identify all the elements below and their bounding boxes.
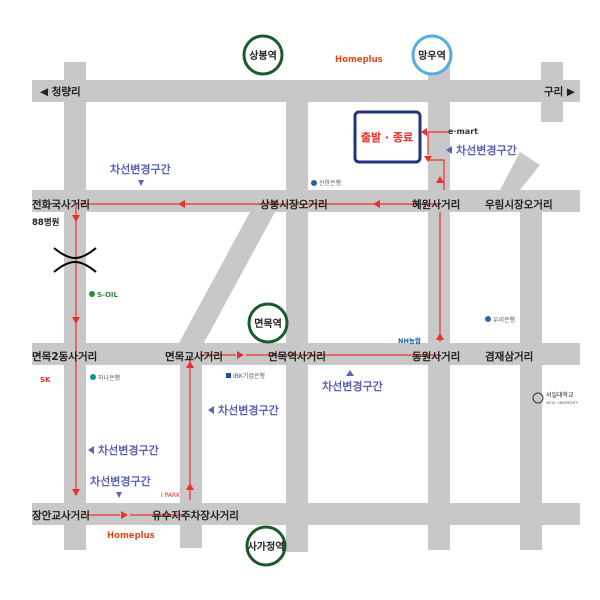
route (75, 131, 450, 516)
road-diagonal-right (500, 152, 540, 190)
start-end-box[interactable]: 출발 · 종료 (353, 110, 422, 164)
ipark-label: I PARK (161, 492, 181, 499)
road-v5-top (541, 62, 563, 122)
lane-change-label: 차선변경구간 (98, 443, 159, 457)
road-v5 (520, 190, 542, 550)
arrow-icon (121, 511, 128, 519)
seoil-label: 서일대학교 (546, 391, 574, 399)
arrow-icon (178, 200, 185, 208)
arrow-icon (208, 406, 214, 414)
intersection-label: 장안교사거리 (32, 509, 90, 522)
arrow-icon (72, 215, 80, 222)
lane-change-label: 차선변경구간 (322, 379, 383, 393)
ibk-icon (226, 373, 231, 378)
seoil-en-label: SEOIL UNIVERSITY (546, 401, 579, 405)
intersection-label: 면목2동사거리 (32, 350, 97, 363)
intersection-label: 면목교사거리 (165, 350, 223, 363)
seoil-icon (532, 392, 544, 404)
station-label: 망우역 (418, 49, 446, 62)
emart-label: e·mart (448, 127, 478, 136)
lane-change-label: 차선변경구간 (218, 403, 279, 417)
arrow-icon (446, 146, 452, 154)
hana-label: 하나은행 (98, 374, 120, 382)
shinhan-label: 신한은행 (319, 179, 341, 187)
start-end-label: 출발 · 종료 (361, 130, 413, 144)
intersection-label: 유수지주차장사거리 (152, 509, 239, 522)
lane-change-label: 차선변경구간 (90, 474, 151, 488)
direction-left-label: ◀ 청량리 (40, 85, 81, 98)
lane-change-labels: 차선변경구간 차선변경구간 차선변경구간 차선변경구간 차선변경구간 차선변경구… (88, 143, 517, 498)
soil-label: S-OIL (97, 291, 119, 299)
nh-label: NH농협 (398, 336, 421, 345)
arrow-icon (436, 176, 444, 183)
ibk-label: IBK기업은행 (233, 372, 265, 380)
woori-icon (485, 316, 491, 322)
route-arrows (72, 128, 444, 519)
arrow-icon (373, 200, 380, 208)
arrow-icon (72, 489, 80, 496)
station-label: 상봉역 (249, 49, 277, 62)
homeplus-label: Homeplus (335, 55, 383, 65)
arrow-icon (88, 446, 94, 454)
arrow-icon (346, 370, 354, 376)
arrow-icon (72, 317, 80, 324)
arrow-icon (424, 156, 432, 162)
intersection-label: 상봉시장오거리 (260, 198, 328, 211)
arrow-icon (186, 483, 194, 490)
road-v2 (180, 343, 202, 548)
intersection-label: 혜원사거리 (412, 198, 460, 211)
station-myeonmok[interactable]: 면목역 (247, 302, 289, 344)
road-v4 (428, 62, 450, 550)
station-label: 사가정역 (248, 540, 285, 553)
intersection-labels: 전화국사거리 상봉시장오거리 혜원사거리 우림시장오거리 면목2동사거리 면목교… (32, 198, 553, 522)
road-v1 (64, 62, 86, 550)
sk-label: SK (40, 376, 51, 384)
road-v3 (286, 80, 308, 552)
landmarks: Homeplus Homeplus e·mart 신한은행 88병원 S-OIL… (32, 55, 579, 541)
homeplus-label: Homeplus (107, 531, 155, 541)
intersection-label: 우림시장오거리 (485, 198, 553, 211)
road-diagonal-left (167, 212, 275, 365)
intersection-label: 면목역사거리 (268, 350, 326, 363)
soil-icon (89, 291, 95, 297)
arrow-icon (186, 361, 194, 368)
lane-change-label: 차선변경구간 (110, 162, 171, 176)
intersection-label: 동원사거리 (412, 350, 460, 363)
station-sangbong[interactable]: 상봉역 (242, 34, 284, 76)
hospital88-label: 88병원 (32, 217, 60, 228)
tunnel-icon (53, 247, 97, 273)
arrow-icon (436, 333, 444, 340)
lane-change-label: 차선변경구간 (456, 143, 517, 157)
arrow-icon (138, 180, 144, 186)
station-label: 면목역 (254, 317, 282, 330)
shinhan-icon (311, 180, 317, 186)
woori-label: 우리은행 (493, 316, 515, 324)
arrow-icon (116, 492, 122, 498)
station-sagajeong[interactable]: 사가정역 (245, 525, 287, 567)
intersection-label: 겸재삼거리 (485, 350, 533, 363)
direction-right-label: 구리 ▶ (544, 85, 576, 98)
hana-icon (90, 374, 96, 380)
station-mangu[interactable]: 망우역 (411, 34, 453, 76)
arrow-icon (237, 351, 244, 359)
intersection-label: 전화국사거리 (32, 198, 90, 211)
arrow-icon (421, 128, 427, 136)
